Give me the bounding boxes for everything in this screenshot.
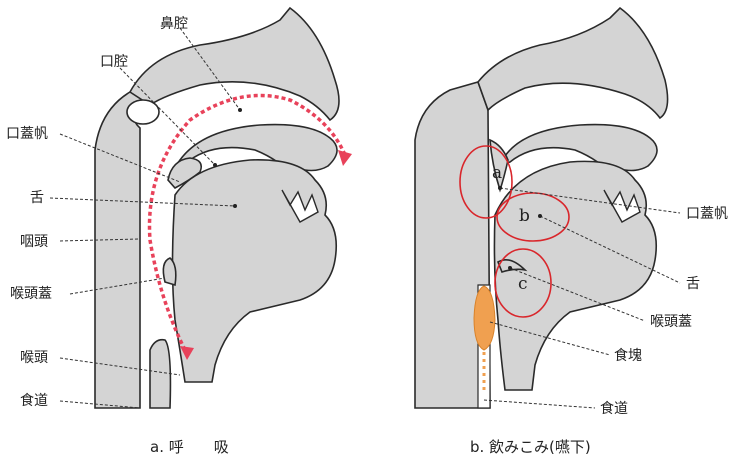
label-tongue: 舌 bbox=[30, 190, 44, 206]
label-soft-palate: 口蓋帆 bbox=[6, 126, 48, 142]
label-esophagus: 食道 bbox=[20, 392, 48, 409]
label-bolus-b: 食塊 bbox=[614, 347, 642, 364]
caption-a: a. 呼 吸 bbox=[150, 438, 229, 456]
nasal-cavity-roof-b bbox=[478, 8, 668, 118]
label-pharynx: 咽頭 bbox=[20, 234, 48, 250]
label-esophagus-b: 食道 bbox=[600, 400, 628, 417]
marker-label-c: c bbox=[518, 274, 528, 294]
epiglottis-a bbox=[163, 258, 175, 285]
label-epiglottis: 喉頭蓋 bbox=[10, 286, 52, 302]
bolus-b bbox=[474, 286, 495, 350]
panel-b: a b c 口蓋帆 舌 喉頭蓋 食塊 食道 b. 飲みこみ(嚥下) bbox=[415, 8, 728, 456]
label-epiglottis-b: 喉頭蓋 bbox=[650, 314, 692, 330]
adenoid-oval-a bbox=[127, 100, 159, 124]
larynx-a bbox=[150, 340, 170, 408]
label-tongue-b: 舌 bbox=[686, 276, 700, 292]
label-oral-cavity: 口腔 bbox=[100, 54, 128, 70]
label-larynx: 喉頭 bbox=[20, 350, 48, 366]
pharynx-back-wall-a bbox=[95, 85, 150, 408]
marker-label-a: a bbox=[492, 163, 502, 183]
label-soft-palate-b: 口蓋帆 bbox=[686, 206, 728, 222]
caption-b: b. 飲みこみ(嚥下) bbox=[470, 438, 591, 456]
airflow-arrowhead-top bbox=[338, 150, 352, 166]
marker-label-b: b bbox=[519, 206, 530, 226]
panel-a: 鼻腔 口腔 口蓋帆 舌 咽頭 喉頭蓋 喉頭 食道 a. 呼 吸 bbox=[6, 8, 352, 456]
label-nasal-cavity: 鼻腔 bbox=[160, 15, 188, 32]
tongue-jaw-a bbox=[173, 160, 337, 382]
